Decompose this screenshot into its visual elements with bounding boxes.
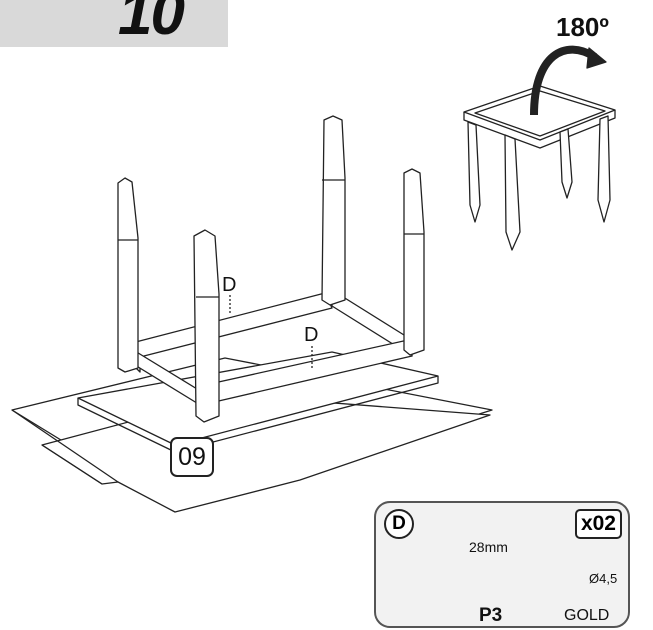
screw-mark-label: D	[222, 274, 237, 296]
step-number-banner: 10	[0, 0, 228, 48]
part-number-badge: 09	[170, 437, 214, 477]
hardware-quantity: x02	[574, 509, 622, 539]
hardware-letter: D	[384, 509, 414, 539]
screw-length: 28mm	[469, 539, 508, 555]
hardware-finish: GOLD	[564, 607, 610, 624]
turned-table-illustration	[463, 85, 616, 251]
hardware-code: P3	[479, 605, 503, 626]
screw-diameter: Ø4,5	[589, 571, 618, 586]
hardware-card: D x02 28mm Ø4,5 P3 GOLD	[374, 501, 630, 628]
rotation-arrow-icon	[530, 45, 598, 116]
table-legs	[117, 115, 425, 423]
rotation-label: 180º	[556, 12, 609, 42]
screw-mark-label: D	[304, 324, 319, 346]
step-number: 10	[118, 0, 185, 48]
